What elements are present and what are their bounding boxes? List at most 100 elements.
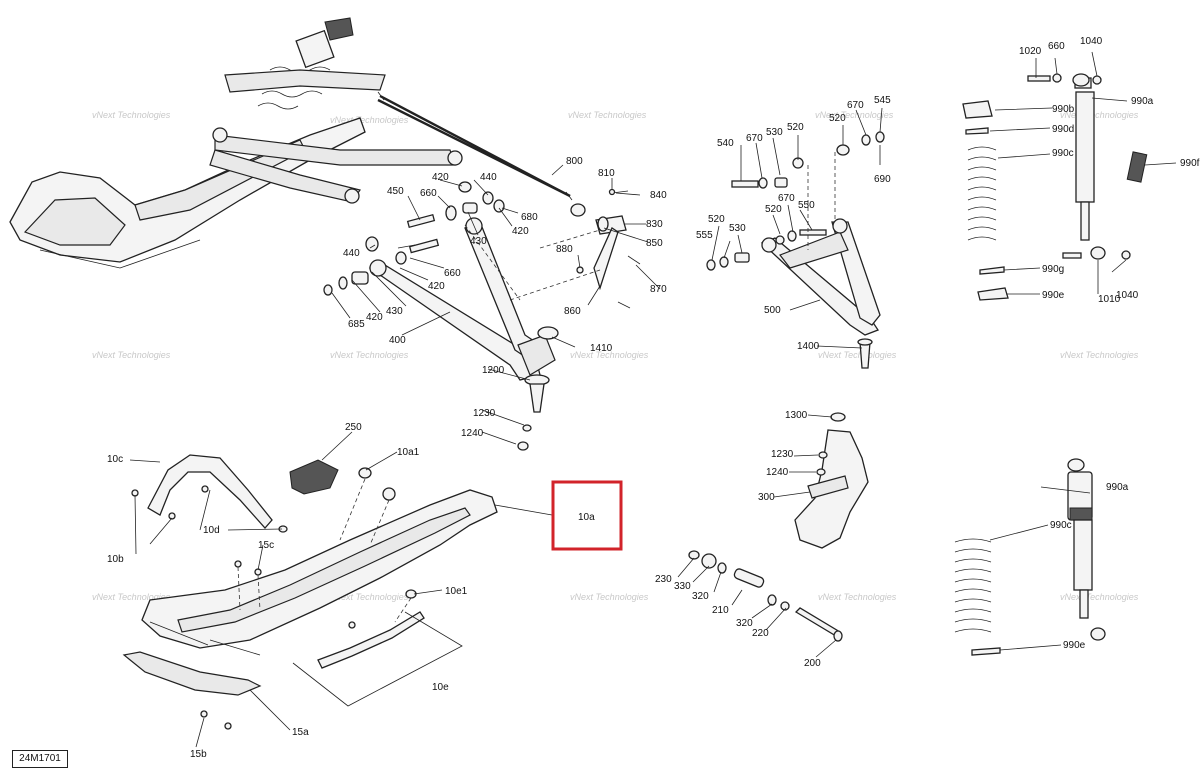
callout-670: 670 — [778, 193, 795, 204]
callout-840: 840 — [650, 190, 667, 201]
callout-860: 860 — [564, 306, 581, 317]
callout-320: 320 — [692, 591, 709, 602]
watermark: vNext Technologies — [92, 110, 171, 120]
callout-990c: 990c — [1052, 148, 1074, 159]
watermark: vNext Technologies — [818, 592, 897, 602]
callout-440: 440 — [480, 172, 497, 183]
callout-320: 320 — [736, 618, 753, 629]
callout-400: 400 — [389, 335, 406, 346]
callout-990b: 990b — [1052, 104, 1075, 115]
watermark: vNext Technologies — [330, 592, 409, 602]
callout-1300: 1300 — [785, 410, 808, 421]
callout-250: 250 — [345, 422, 362, 433]
callout-10a: 10a — [578, 512, 595, 523]
callout-830: 830 — [646, 219, 663, 230]
callout-1240: 1240 — [461, 428, 484, 439]
callout-685: 685 — [348, 319, 365, 330]
watermark: vNext Technologies — [92, 592, 171, 602]
callout-440: 440 — [343, 248, 360, 259]
highlight-box[interactable] — [551, 480, 623, 551]
front-shock-group — [954, 458, 1106, 656]
callout-540: 540 — [717, 138, 734, 149]
watermark: vNext Technologies — [92, 350, 171, 360]
callout-210: 210 — [712, 605, 729, 616]
callout-420: 420 — [366, 312, 383, 323]
callout-990e: 990e — [1042, 290, 1065, 301]
callout-660: 660 — [420, 188, 437, 199]
callout-10a1: 10a1 — [397, 447, 420, 458]
callout-990a: 990a — [1131, 96, 1154, 107]
callout-530: 530 — [729, 223, 746, 234]
callout-690: 690 — [874, 174, 891, 185]
rear-shock-group — [962, 73, 1148, 301]
watermark: vNext Technologies — [330, 115, 409, 125]
watermark: vNext Technologies — [1060, 110, 1139, 120]
ski-group — [122, 454, 498, 730]
callout-990f: 990f — [1180, 158, 1200, 169]
callout-420: 420 — [512, 226, 529, 237]
callout-520: 520 — [708, 214, 725, 225]
callout-1010: 1010 — [1098, 294, 1121, 305]
callout-850: 850 — [646, 238, 663, 249]
upper-a-arm-group — [706, 131, 885, 549]
callout-230: 230 — [655, 574, 672, 585]
callout-555: 555 — [696, 230, 713, 241]
callout-15c: 15c — [258, 540, 274, 551]
callout-330: 330 — [674, 581, 691, 592]
callout-10c: 10c — [107, 454, 123, 465]
diagram-code: 24M1701 — [12, 750, 68, 768]
callout-990a: 990a — [1106, 482, 1129, 493]
callout-1020: 1020 — [1019, 46, 1042, 57]
callout-420: 420 — [432, 172, 449, 183]
callout-550: 550 — [798, 200, 815, 211]
callout-200: 200 — [804, 658, 821, 669]
callout-1200: 1200 — [482, 365, 505, 376]
lower-a-arm-group — [323, 98, 641, 451]
watermarks: vNext Technologies vNext Technologies vN… — [92, 110, 1139, 602]
callout-15a: 15a — [292, 727, 309, 738]
leader-lines — [129, 51, 1177, 748]
callout-430: 430 — [470, 236, 487, 247]
callout-10d: 10d — [203, 525, 220, 536]
callout-1230: 1230 — [473, 408, 496, 419]
callout-430: 430 — [386, 306, 403, 317]
watermark: vNext Technologies — [1060, 350, 1139, 360]
callout-990c: 990c — [1050, 520, 1072, 531]
watermark: vNext Technologies — [818, 350, 897, 360]
callout-520: 520 — [765, 204, 782, 215]
callout-1230: 1230 — [771, 449, 794, 460]
callout-990g: 990g — [1042, 264, 1064, 275]
callout-990e: 990e — [1063, 640, 1086, 651]
callout-450: 450 — [387, 186, 404, 197]
callout-670: 670 — [847, 100, 864, 111]
assembled-ski-suspension — [9, 17, 573, 269]
watermark: vNext Technologies — [570, 350, 649, 360]
pivot-hardware-group — [688, 550, 843, 642]
callout-660: 660 — [1048, 41, 1065, 52]
callout-10e: 10e — [432, 682, 449, 693]
callout-220: 220 — [752, 628, 769, 639]
callout-1410: 1410 — [590, 343, 613, 354]
callout-1400: 1400 — [797, 341, 820, 352]
callout-10e1: 10e1 — [445, 586, 468, 597]
callout-660: 660 — [444, 268, 461, 279]
callout-680: 680 — [521, 212, 538, 223]
callout-1040: 1040 — [1116, 290, 1139, 301]
watermark: vNext Technologies — [570, 592, 649, 602]
callout-520: 520 — [787, 122, 804, 133]
watermark: vNext Technologies — [568, 110, 647, 120]
callout-420: 420 — [428, 281, 445, 292]
callout-990d: 990d — [1052, 124, 1074, 135]
callout-520: 520 — [829, 113, 846, 124]
callout-10b: 10b — [107, 554, 124, 565]
callout-1240: 1240 — [766, 467, 789, 478]
callout-670: 670 — [746, 133, 763, 144]
callout-880: 880 — [556, 244, 573, 255]
callout-15b: 15b — [190, 749, 207, 760]
callout-500: 500 — [764, 305, 781, 316]
callout-labels: 800 810 840 830 850 880 870 860 450 660 … — [107, 36, 1200, 760]
callout-870: 870 — [650, 284, 667, 295]
callout-300: 300 — [758, 492, 775, 503]
callout-800: 800 — [566, 156, 583, 167]
